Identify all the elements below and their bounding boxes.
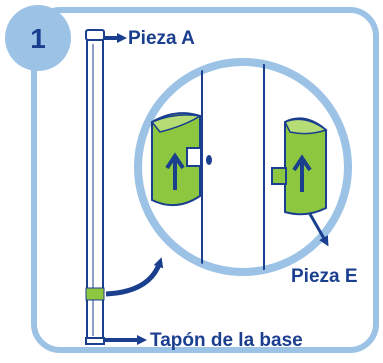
zoom-detail xyxy=(134,58,352,276)
label-piece-a: Pieza A xyxy=(128,28,195,49)
pole-clip-marker xyxy=(85,287,105,301)
up-arrow-icon xyxy=(165,152,185,190)
clip-left xyxy=(150,112,203,207)
step-number: 1 xyxy=(30,23,46,54)
step-badge: 1 xyxy=(5,5,71,71)
curved-arrow-icon xyxy=(105,257,164,297)
clip-right xyxy=(271,117,329,247)
label-base-cap: Tapón de la base xyxy=(150,330,303,351)
up-arrow-icon xyxy=(292,154,312,192)
pole-piece-a xyxy=(85,29,105,345)
pointer-arrow-icon xyxy=(308,213,329,247)
label-piece-e: Pieza E xyxy=(291,266,358,287)
